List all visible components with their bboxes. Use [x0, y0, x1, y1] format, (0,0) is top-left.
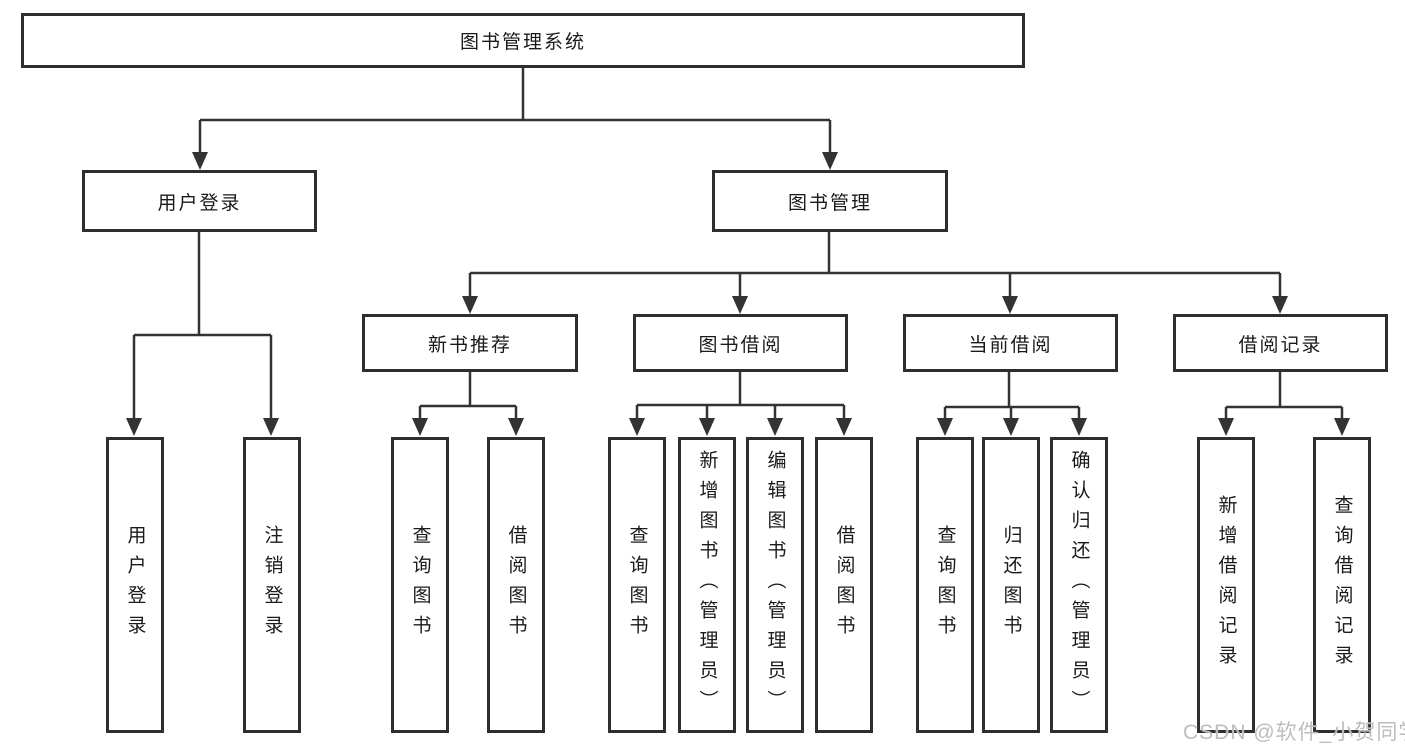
leaf-user-login-label: 用户登录	[124, 525, 146, 645]
node-book-management-label: 图书管理	[787, 192, 872, 214]
leaf-borrow-books-2: 借阅图书	[815, 437, 873, 733]
leaf-add-borrow-record-label: 新增借阅记录	[1215, 495, 1237, 675]
node-current-borrowing: 当前借阅	[903, 314, 1118, 372]
leaf-query-books-1-label: 查询图书	[409, 525, 431, 645]
node-user-login-label: 用户登录	[157, 192, 242, 214]
leaf-borrow-books-1: 借阅图书	[487, 437, 545, 733]
node-new-book-recommend-label: 新书推荐	[427, 334, 512, 356]
leaf-query-borrow-record: 查询借阅记录	[1313, 437, 1371, 733]
leaf-confirm-return-admin: 确认归还（管理员）	[1050, 437, 1108, 733]
leaf-return-books: 归还图书	[982, 437, 1040, 733]
node-book-management: 图书管理	[712, 170, 948, 232]
node-new-book-recommend: 新书推荐	[362, 314, 578, 372]
leaf-logout-login-label: 注销登录	[261, 525, 283, 645]
leaf-add-books-admin: 新增图书（管理员）	[678, 437, 736, 733]
leaf-return-books-label: 归还图书	[1000, 525, 1022, 645]
leaf-query-books-3: 查询图书	[916, 437, 974, 733]
leaf-confirm-return-admin-label: 确认归还（管理员）	[1068, 450, 1090, 720]
node-book-borrowing-label: 图书借阅	[698, 334, 783, 356]
watermark-text: CSDN @软件_小贺同学	[1183, 721, 1405, 744]
leaf-add-books-admin-label: 新增图书（管理员）	[696, 450, 718, 720]
leaf-edit-books-admin: 编辑图书（管理员）	[746, 437, 804, 733]
leaf-add-borrow-record: 新增借阅记录	[1197, 437, 1255, 733]
leaf-query-books-2-label: 查询图书	[626, 525, 648, 645]
node-root-label: 图书管理系统	[459, 32, 586, 53]
node-borrowing-records: 借阅记录	[1173, 314, 1388, 372]
leaf-edit-books-admin-label: 编辑图书（管理员）	[764, 450, 786, 720]
leaf-borrow-books-1-label: 借阅图书	[505, 525, 527, 645]
node-current-borrowing-label: 当前借阅	[968, 334, 1053, 356]
leaf-query-books-2: 查询图书	[608, 437, 666, 733]
leaf-query-borrow-record-label: 查询借阅记录	[1331, 495, 1353, 675]
node-user-login: 用户登录	[82, 170, 317, 232]
leaf-logout-login: 注销登录	[243, 437, 301, 733]
node-borrowing-records-label: 借阅记录	[1238, 334, 1323, 356]
leaf-borrow-books-2-label: 借阅图书	[833, 525, 855, 645]
leaf-user-login: 用户登录	[106, 437, 164, 733]
leaf-query-books-3-label: 查询图书	[934, 525, 956, 645]
node-root: 图书管理系统	[21, 13, 1025, 68]
node-book-borrowing: 图书借阅	[633, 314, 848, 372]
leaf-query-books-1: 查询图书	[391, 437, 449, 733]
